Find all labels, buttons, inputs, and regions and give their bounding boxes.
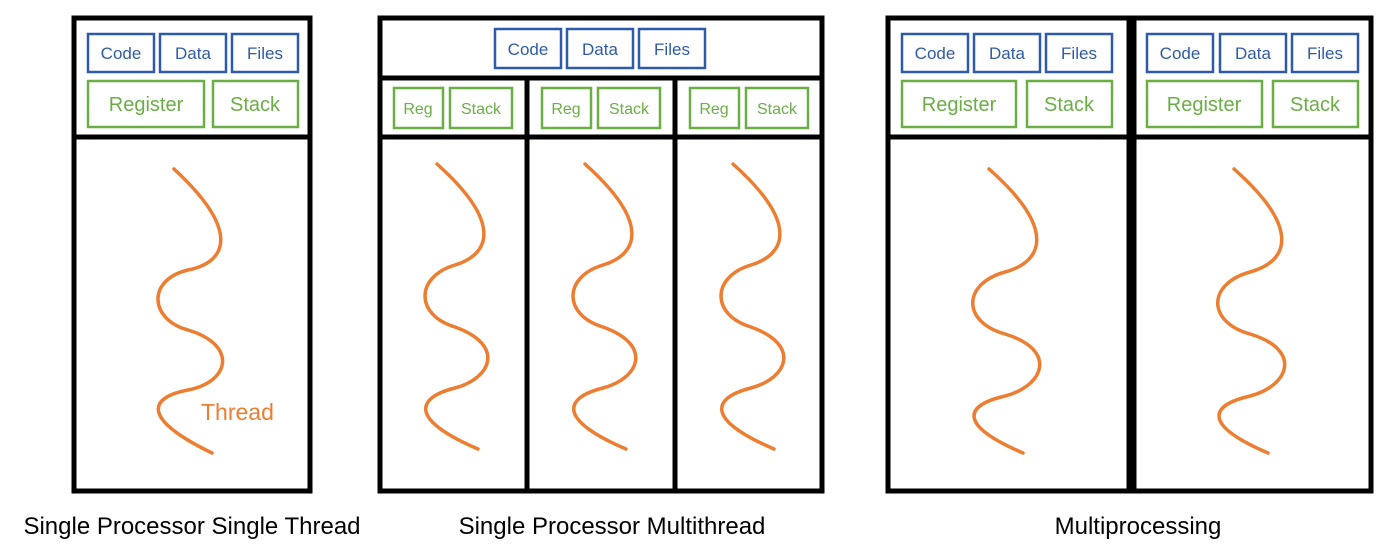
code-label: Code xyxy=(1160,44,1201,63)
data-box xyxy=(1218,32,1288,74)
data-label: Data xyxy=(175,44,211,63)
thread-squiggle xyxy=(156,167,225,455)
panel-multithread: Code Data Files Reg Stack Reg Stack Reg … xyxy=(377,15,825,494)
code-box xyxy=(86,32,156,74)
stack-label: Stack xyxy=(609,101,650,118)
thread-squiggle xyxy=(571,162,638,451)
reg-label: Reg xyxy=(699,101,728,118)
files-box xyxy=(1290,32,1360,74)
code-box xyxy=(900,32,970,74)
process-two: Code Data Files Register Stack xyxy=(1131,15,1374,494)
stack-box xyxy=(448,86,514,130)
code-box xyxy=(493,27,563,70)
caption-multithread: Single Processor Multithread xyxy=(459,513,766,540)
stack-label: Stack xyxy=(757,101,798,118)
reg-box xyxy=(540,86,593,130)
panel-single-thread: Code Data Files Register Stack Thread xyxy=(71,15,313,494)
data-label: Data xyxy=(989,44,1025,63)
caption-single-thread: Single Processor Single Thread xyxy=(23,513,360,540)
thread-squiggle xyxy=(423,162,490,451)
data-box xyxy=(565,27,635,70)
reg-box xyxy=(392,86,445,130)
files-box xyxy=(637,27,707,70)
data-box xyxy=(972,32,1042,74)
code-label: Code xyxy=(915,44,956,63)
stack-label: Stack xyxy=(461,101,502,118)
register-label: Register xyxy=(1167,94,1242,116)
stack-label: Stack xyxy=(1044,94,1095,116)
reg-box xyxy=(688,86,741,130)
register-box xyxy=(1145,79,1264,129)
files-label: Files xyxy=(1061,44,1097,63)
stack-label: Stack xyxy=(1290,94,1341,116)
files-label: Files xyxy=(1307,44,1343,63)
thread-squiggle xyxy=(1216,167,1287,455)
thread-label: Thread xyxy=(201,399,274,425)
thread-squiggle xyxy=(971,167,1042,455)
register-box xyxy=(86,79,206,129)
register-label: Register xyxy=(922,94,997,116)
stack-box xyxy=(596,86,662,130)
stack-box xyxy=(744,86,810,130)
code-label: Code xyxy=(101,44,142,63)
files-box xyxy=(230,32,300,74)
files-box xyxy=(1044,32,1114,74)
panel-multiprocessing: Code Data Files Register Stack Code Data… xyxy=(885,15,1374,494)
code-label: Code xyxy=(508,40,549,59)
code-box xyxy=(1145,32,1215,74)
files-label: Files xyxy=(654,40,690,59)
process-one: Code Data Files Register Stack xyxy=(885,15,1132,494)
reg-label: Reg xyxy=(551,101,580,118)
register-box xyxy=(900,79,1018,129)
stack-box xyxy=(1025,79,1114,129)
stack-box xyxy=(1271,79,1360,129)
data-label: Data xyxy=(582,40,618,59)
reg-label: Reg xyxy=(403,101,432,118)
register-label: Register xyxy=(109,94,184,116)
data-label: Data xyxy=(1235,44,1271,63)
thread-squiggle xyxy=(719,162,786,451)
caption-multiprocessing: Multiprocessing xyxy=(1055,513,1222,540)
data-box xyxy=(158,32,228,74)
files-label: Files xyxy=(247,44,283,63)
stack-label: Stack xyxy=(230,94,281,116)
stack-box xyxy=(211,79,300,129)
